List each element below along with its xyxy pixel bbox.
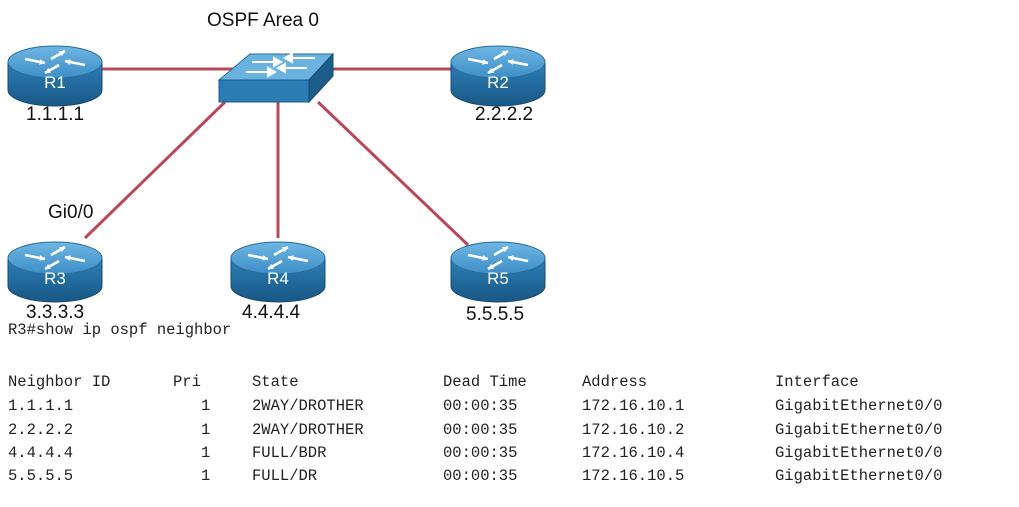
interface-label: Gi0/0 — [48, 202, 94, 223]
links — [83, 67, 470, 247]
col-header-dead-time: Dead Time — [443, 373, 527, 391]
cell-address: 172.16.10.4 — [582, 444, 685, 462]
router-arrows-icon — [467, 49, 529, 75]
cell-neighbor-id: 1.1.1.1 — [8, 397, 74, 415]
router-name-label: R3 — [44, 269, 66, 288]
cell-neighbor-id: 2.2.2.2 — [8, 421, 74, 439]
cell-pri: 1 — [201, 467, 211, 485]
link-r3-switch — [83, 100, 227, 240]
cell-state: FULL/BDR — [252, 444, 327, 462]
router-arrows-icon — [24, 49, 86, 75]
router-arrows-icon — [467, 245, 529, 271]
cell-interface: GigabitEthernet0/0 — [775, 444, 943, 462]
cell-neighbor-id: 5.5.5.5 — [8, 467, 74, 485]
cell-interface: GigabitEthernet0/0 — [775, 421, 943, 439]
router-name-label: R4 — [267, 269, 289, 288]
cell-pri: 1 — [201, 397, 211, 415]
col-header-neighbor-id: Neighbor ID — [8, 373, 111, 391]
router-name-label: R1 — [44, 73, 66, 92]
router-id-r3: 3.3.3.3 — [26, 302, 85, 323]
cell-address: 172.16.10.2 — [582, 421, 685, 439]
col-header-address: Address — [582, 373, 648, 391]
cell-pri: 1 — [201, 421, 211, 439]
router-r1-icon: R1 — [7, 45, 103, 107]
router-name-label: R2 — [487, 73, 509, 92]
router-arrows-icon — [24, 245, 86, 271]
col-header-pri: Pri — [173, 373, 201, 391]
col-header-state: State — [252, 373, 299, 391]
area-label: OSPF Area 0 — [207, 10, 319, 31]
cell-dead-time: 00:00:35 — [443, 444, 518, 462]
cell-interface: GigabitEthernet0/0 — [775, 467, 943, 485]
router-r4-icon: R4 — [230, 241, 326, 303]
router-r2-icon: R2 — [450, 45, 546, 107]
cell-address: 172.16.10.5 — [582, 467, 685, 485]
link-r5-switch — [316, 100, 470, 247]
router-r3-icon: R3 — [7, 241, 103, 303]
router-arrows-icon — [247, 245, 309, 271]
cell-interface: GigabitEthernet0/0 — [775, 397, 943, 415]
cell-neighbor-id: 4.4.4.4 — [8, 444, 74, 462]
router-id-r5: 5.5.5.5 — [466, 304, 525, 325]
cell-state: FULL/DR — [252, 467, 318, 485]
switch-icon — [217, 52, 335, 104]
router-id-r1: 1.1.1.1 — [26, 104, 85, 125]
cell-address: 172.16.10.1 — [582, 397, 685, 415]
cell-state: 2WAY/DROTHER — [252, 421, 364, 439]
router-id-r4: 4.4.4.4 — [242, 302, 301, 323]
cli-command: R3#show ip ospf neighbor — [8, 321, 232, 339]
cell-dead-time: 00:00:35 — [443, 467, 518, 485]
cell-pri: 1 — [201, 444, 211, 462]
router-name-label: R5 — [487, 269, 509, 288]
col-header-interface: Interface — [775, 373, 859, 391]
router-id-r2: 2.2.2.2 — [475, 104, 534, 125]
cell-dead-time: 00:00:35 — [443, 421, 518, 439]
router-r5-icon: R5 — [450, 241, 546, 303]
cell-dead-time: 00:00:35 — [443, 397, 518, 415]
cell-state: 2WAY/DROTHER — [252, 397, 364, 415]
